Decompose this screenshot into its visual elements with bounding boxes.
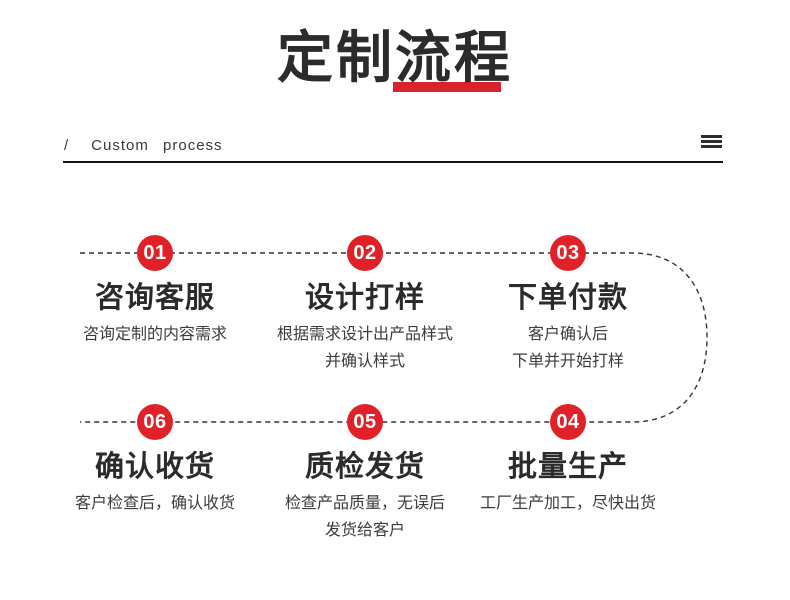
step-description-line: 根据需求设计出产品样式 [276,326,453,344]
step-description: 客户检查后，确认收货 [30,491,280,517]
step-block-04: 批量生产 工厂生产加工，尽快出货 [443,449,693,518]
step-description: 咨询定制的内容需求 [30,322,280,348]
step-badge-05: 05 [347,404,383,440]
step-description: 根据需求设计出产品样式 并确认样式 [240,322,490,375]
step-title: 下单付款 [507,282,628,314]
step-block-06: 确认收货 客户检查后，确认收货 [30,449,280,518]
step-description-line: 检查产品质量，无误后 [284,495,445,513]
step-description-line: 发货给客户 [324,521,405,539]
step-block-03: 下单付款 客户确认后 下单并开始打样 [443,280,693,375]
step-badge-04: 04 [550,404,586,440]
subtitle-slash: / [64,137,70,154]
title-red-underline [393,82,501,92]
step-badge-01: 01 [137,235,173,271]
step-badge-06: 06 [137,404,173,440]
step-description: 检查产品质量，无误后 发货给客户 [240,491,490,544]
step-description-line: 客户确认后 [527,326,608,344]
step-description-line: 工厂生产加工，尽快出货 [479,495,656,513]
step-description-line: 下单并开始打样 [511,352,624,370]
step-title: 确认收货 [94,451,215,483]
menu-icon-bar [701,140,722,143]
step-title: 设计打样 [304,282,425,314]
step-description: 工厂生产加工，尽快出货 [443,491,693,517]
subtitle-text: Custom process [91,137,223,154]
step-description-line: 并确认样式 [324,352,405,370]
step-badge-02: 02 [347,235,383,271]
menu-icon-bar [701,135,722,138]
menu-icon-bar [701,145,722,148]
step-block-05: 质检发货 检查产品质量，无误后 发货给客户 [240,449,490,544]
step-description-line: 咨询定制的内容需求 [82,326,227,344]
step-title: 批量生产 [507,451,628,483]
step-title: 质检发货 [304,451,425,483]
subtitle: / Custom process [64,137,223,154]
page-title: 定制流程 [277,26,513,89]
step-title: 咨询客服 [94,282,215,314]
step-description-line: 客户检查后，确认收货 [74,495,235,513]
step-block-01: 咨询客服 咨询定制的内容需求 [30,280,280,349]
step-description: 客户确认后 下单并开始打样 [443,322,693,375]
step-block-02: 设计打样 根据需求设计出产品样式 并确认样式 [240,280,490,375]
header-divider-line [63,161,723,163]
menu-icon [701,135,722,148]
step-badge-03: 03 [550,235,586,271]
